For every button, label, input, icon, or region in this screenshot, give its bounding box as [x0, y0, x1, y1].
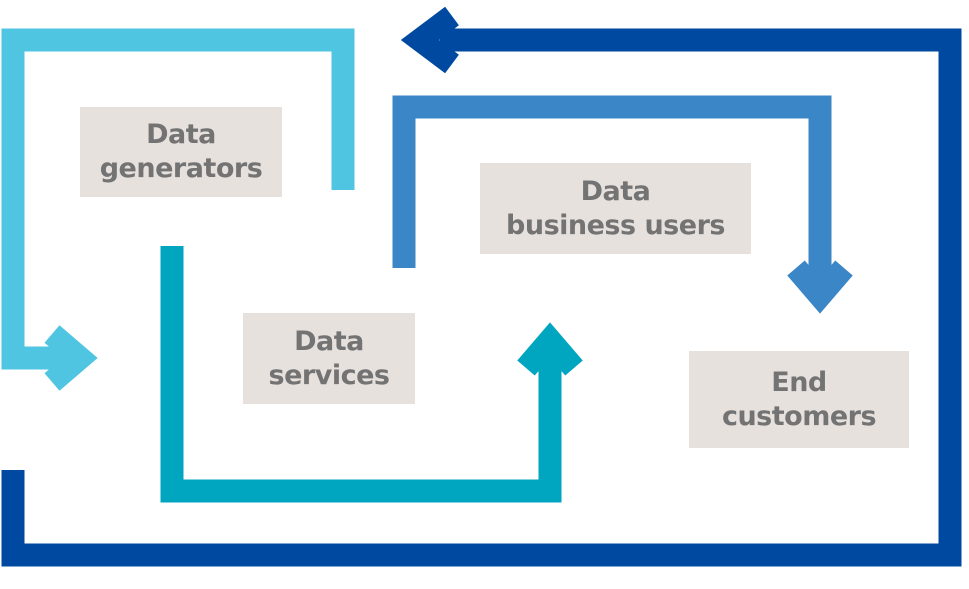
node-end-customers-line2: customers — [721, 400, 877, 432]
node-end-customers: End customers — [689, 351, 909, 448]
node-data-services-line1: Data — [294, 325, 364, 357]
arrow-generators-to-services-head — [44, 325, 98, 391]
node-data-generators-line1: Data — [146, 119, 216, 150]
node-data-services: Data services — [243, 313, 415, 404]
arrow-business-to-customers — [392, 95, 832, 296]
node-data-services-line2: services — [268, 359, 390, 391]
arrow-customers-to-generators — [1, 28, 962, 567]
node-end-customers-line1: End — [771, 366, 827, 398]
arrow-services-to-business-head — [517, 322, 583, 376]
node-data-generators-line2: generators — [99, 153, 263, 184]
node-data-business-users: Data business users — [480, 163, 751, 254]
arrow-business-to-customers-head — [787, 260, 853, 314]
arrow-services-to-business — [160, 246, 562, 503]
node-data-business-users-line1: Data — [580, 175, 651, 207]
arrow-customers-to-generators-head — [400, 6, 459, 74]
node-data-generators: Data generators — [80, 107, 282, 197]
node-data-business-users-line2: business users — [506, 209, 725, 241]
arrow-generators-to-services — [1, 28, 355, 370]
